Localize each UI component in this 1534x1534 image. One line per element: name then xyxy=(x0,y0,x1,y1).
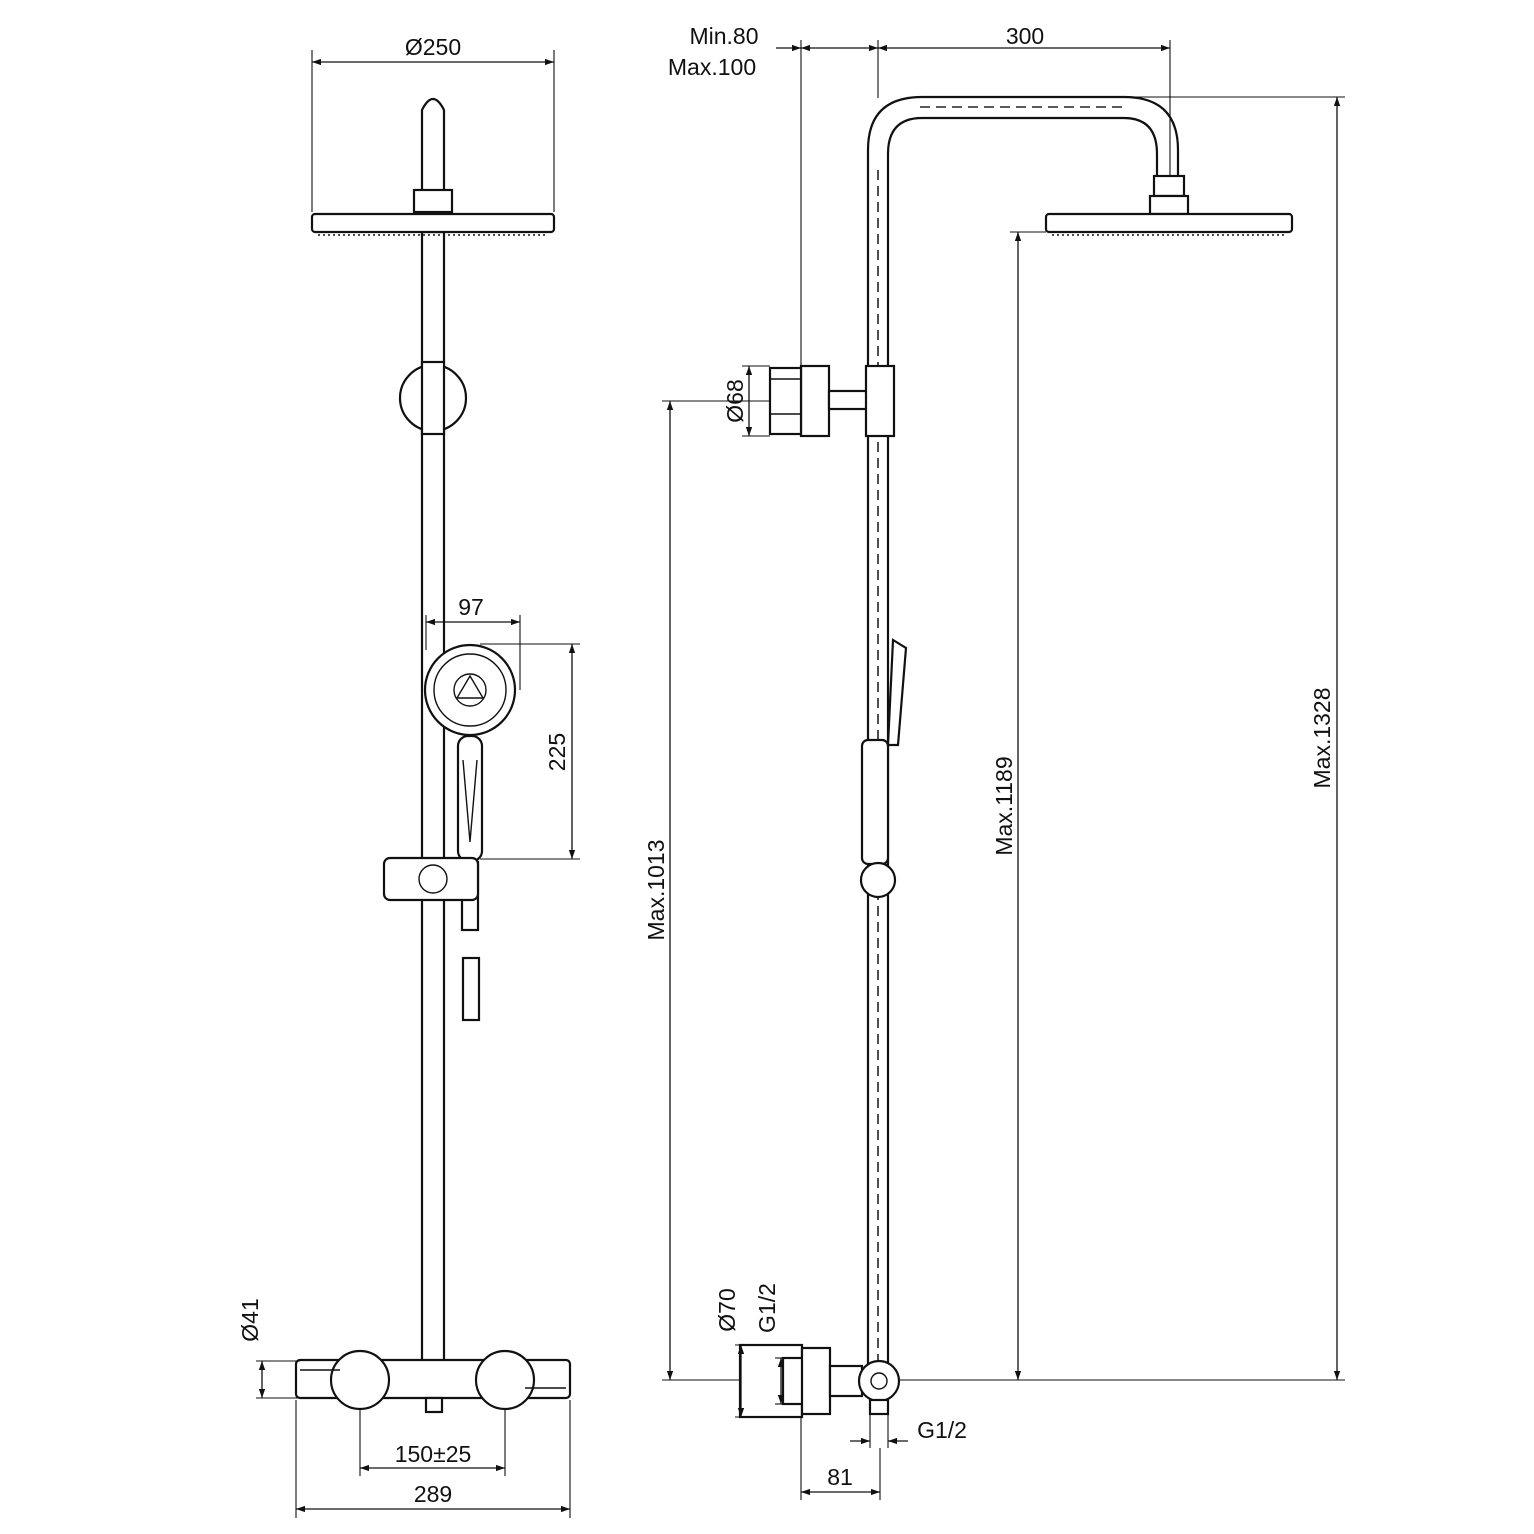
dim-offset-81: 81 xyxy=(827,1464,853,1490)
side-head-connector xyxy=(1152,174,1186,198)
front-head-connector xyxy=(412,188,454,214)
side-hand-shower xyxy=(860,638,908,866)
side-wall-bracket xyxy=(768,364,896,438)
dim-max-100: Max.100 xyxy=(668,54,756,80)
front-head-stem xyxy=(420,97,446,202)
dim-handshower-width: 97 xyxy=(458,594,484,620)
side-mixer xyxy=(738,1343,901,1419)
dim-max-1328: Max.1328 xyxy=(1309,687,1335,788)
dim-max-1013: Max.1013 xyxy=(643,839,669,940)
side-riser-and-arm xyxy=(866,95,1180,1367)
side-view xyxy=(738,95,1294,1419)
dim-arm-length: 300 xyxy=(1006,23,1044,49)
dim-inlet-centres: 150±25 xyxy=(395,1441,472,1467)
dim-head-diameter: Ø250 xyxy=(405,34,461,60)
front-thermostatic-mixer xyxy=(294,1349,572,1414)
front-hose-fragment xyxy=(461,956,481,1022)
side-overhead-shower-head xyxy=(1044,212,1294,234)
side-slide-knob xyxy=(859,861,897,899)
dim-mixer-diameter: Ø41 xyxy=(237,1298,263,1341)
front-slide-holder xyxy=(382,856,480,902)
dim-handshower-length: 225 xyxy=(544,733,570,771)
front-overhead-shower-head xyxy=(310,212,556,234)
dim-mixer-width: 289 xyxy=(414,1481,452,1507)
dim-outlet-thread: G1/2 xyxy=(917,1417,967,1443)
dim-min-80: Min.80 xyxy=(689,23,758,49)
dim-inlet-diameter: Ø70 xyxy=(714,1288,740,1331)
front-view xyxy=(294,97,572,1414)
dim-inlet-thread: G1/2 xyxy=(754,1283,780,1333)
side-view-dimensions: Min.80 Max.100 300 Ø68 Max.1013 Max.1189… xyxy=(643,23,1345,1500)
front-view-dimensions: Ø250 97 225 Ø41 150±25 289 xyxy=(237,34,580,1518)
dim-max-1189: Max.1189 xyxy=(991,756,1017,855)
